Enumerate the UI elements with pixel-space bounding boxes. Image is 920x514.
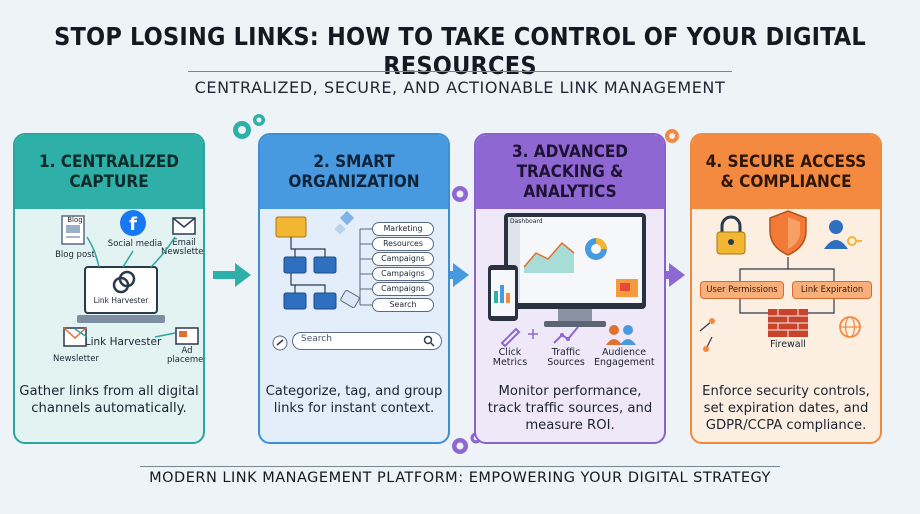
- blog-icon: [61, 215, 85, 245]
- tag-marketing[interactable]: Marketing: [372, 222, 434, 236]
- laptop-icon: [77, 266, 165, 323]
- lock-icon: [716, 215, 746, 255]
- firewall-icon: [768, 309, 808, 337]
- card-description: Monitor performance, track traffic sourc…: [487, 384, 653, 434]
- card-illustration: User Permissions Link Expiration Firewal…: [692, 209, 880, 442]
- card-secure-access: 4. SECURE ACCESS & COMPLIANCE: [690, 133, 882, 444]
- ad-icon: [175, 327, 199, 345]
- dashboard-label: Dashboard: [510, 218, 543, 225]
- card-illustration: Marketing Resources Campaigns Campaigns …: [260, 209, 448, 442]
- tag-search[interactable]: Search: [372, 298, 434, 312]
- gear-icon: [665, 129, 679, 143]
- title-divider: [188, 71, 732, 72]
- tag-connector-lines: [334, 210, 372, 306]
- connector-lines: [699, 257, 835, 352]
- gear-icon: [452, 186, 468, 202]
- card-illustration: Blog Blog post f Social media Email News…: [15, 209, 203, 442]
- tag-campaigns[interactable]: Campaigns: [372, 252, 434, 266]
- card-heading: 4. SECURE ACCESS & COMPLIANCE: [692, 135, 880, 209]
- arrow-right-icon: [213, 263, 251, 287]
- card-centralized-capture: 1. CENTRALIZED CAPTURE Blog Blog post f …: [13, 133, 205, 444]
- card-heading: 3. ADVANCED TRACKING & ANALYTICS: [476, 135, 664, 209]
- social-media-label: Social media: [107, 239, 163, 249]
- card-description: Gather links from all digital channels a…: [19, 384, 199, 417]
- monitor-dashboard-icon: [488, 213, 646, 327]
- link-icon: [272, 335, 288, 351]
- card-heading: 1. CENTRALIZED CAPTURE: [15, 135, 203, 209]
- card-description: Enforce security controls, set expiratio…: [702, 384, 870, 434]
- card-heading: 2. SMART ORGANIZATION: [260, 135, 448, 209]
- gear-icon: [233, 114, 265, 139]
- search-input[interactable]: Search: [292, 332, 442, 350]
- search-placeholder: Search: [301, 334, 332, 344]
- globe-icon: [839, 316, 861, 338]
- card-smart-organization: 2. SMART ORGANIZATION: [258, 133, 450, 444]
- metric-traffic: Traffic Sources: [547, 347, 585, 369]
- card-description: Categorize, tag, and group links for ins…: [265, 384, 443, 417]
- folder-tree-icon: [275, 216, 360, 310]
- link-harvester-label: Link Harvester: [84, 336, 162, 348]
- tag-campaigns[interactable]: Campaigns: [372, 267, 434, 281]
- audience-icon: [606, 325, 636, 345]
- page-title: STOP LOSING LINKS: HOW TO TAKE CONTROL O…: [54, 22, 866, 80]
- email-newsletter-label: Email Newsletter: [161, 238, 205, 258]
- search-icon: [423, 335, 435, 347]
- trend-icon: [553, 326, 579, 344]
- connector-lines: [74, 236, 176, 338]
- link-expiration-pill[interactable]: Link Expiration: [792, 281, 872, 299]
- card-advanced-tracking: 3. ADVANCED TRACKING & ANALYTICS Dashboa…: [474, 133, 666, 444]
- page-subtitle: CENTRALIZED, SECURE, AND ACTIONABLE LINK…: [194, 78, 726, 97]
- pencil-icon: [500, 327, 521, 348]
- user-key-icon: [824, 220, 862, 249]
- metric-click: Click Metrics: [492, 347, 528, 369]
- tag-campaigns[interactable]: Campaigns: [372, 282, 434, 296]
- facebook-icon: f: [120, 210, 146, 236]
- newsletter-label: Newsletter: [53, 354, 99, 364]
- email-icon: [172, 217, 196, 235]
- user-permissions-pill[interactable]: User Permissions: [700, 281, 784, 299]
- blog-label: Blog: [67, 216, 83, 224]
- svg-text:f: f: [129, 214, 137, 235]
- ad-placement-label: Ad placement: [167, 346, 204, 366]
- firewall-label: Firewall: [770, 339, 806, 350]
- footer-tagline: MODERN LINK MANAGEMENT PLATFORM: EMPOWER…: [149, 470, 771, 486]
- screen-label: Link Harvester: [93, 296, 149, 305]
- footer-divider: [140, 466, 780, 467]
- tag-resources[interactable]: Resources: [372, 237, 434, 251]
- metric-audience: Audience Engagement: [594, 347, 655, 369]
- blog-post-label: Blog post: [55, 250, 95, 260]
- card-illustration: Dashboard Click Metrics Traffic Sources …: [476, 209, 664, 442]
- shield-icon: [769, 210, 807, 256]
- plus-icon: [528, 329, 538, 339]
